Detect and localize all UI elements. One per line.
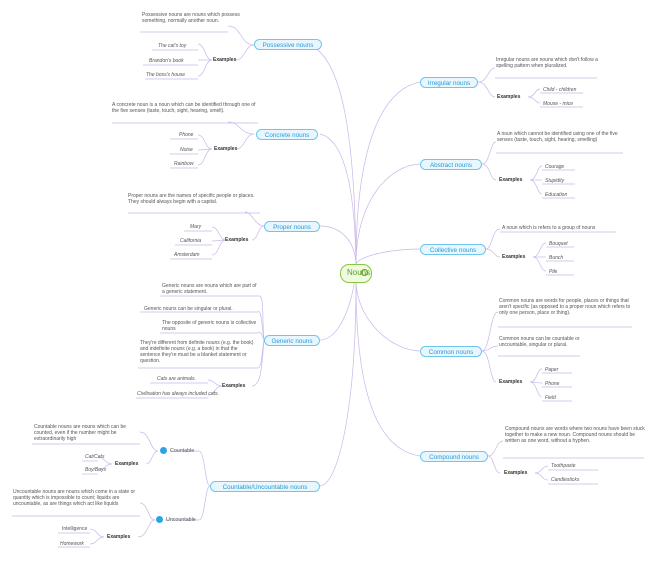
proper-definition: Proper nouns are the names of specific p… [128,193,255,205]
countable-bullet-icon [160,447,167,454]
topic-irregular-nouns[interactable]: Irregular nouns [420,77,478,88]
concrete-examples-label: Examples [214,146,238,152]
topic-abstract-nouns[interactable]: Abstract nouns [420,159,482,170]
compound-definition: Compound nouns are words where two nouns… [505,426,645,444]
collective-examples-label: Examples [502,254,526,260]
compound-example-2: Candlesticks [551,477,580,483]
possessive-example-1: The cat's toy [158,43,187,49]
generic-examples-label: Examples [222,383,246,389]
concrete-example-2: Noise [180,147,193,153]
common-example-2: Phone [545,381,560,387]
generic-note-2: Generic nouns can be singular or plural. [144,306,233,312]
proper-example-1: Mary [190,224,202,230]
collective-example-3: Pile [549,269,558,275]
topic-common-nouns[interactable]: Common nouns [420,346,482,357]
possessive-example-2: Brandon's book [149,58,184,64]
common-example-3: Field [545,395,556,401]
generic-note-1: Generic nouns are nouns which are part o… [162,283,257,295]
central-topic-nouns[interactable]: Nouns → [340,264,372,283]
common-note-2: Common nouns can be countable or uncount… [499,336,580,348]
concrete-example-1: Phone [179,132,194,138]
countable-example-1: Cat/Cats [85,454,105,460]
common-note-1: Common nouns are words for people, place… [499,298,631,316]
generic-example-2: Civilisation has always included cats. [137,391,219,397]
abstract-examples-label: Examples [499,177,523,183]
abstract-example-3: Education [545,192,568,198]
common-examples-label: Examples [499,379,523,385]
topic-proper-nouns[interactable]: Proper nouns [264,221,320,232]
irregular-definition: Irregular nouns are nouns which don't fo… [496,57,598,69]
topic-generic-nouns[interactable]: Generic nouns [264,335,320,346]
abstract-definition: A noun which cannot be identified using … [497,131,618,143]
topic-possessive-nouns[interactable]: Possessive nouns [254,39,322,50]
abstract-example-2: Stupidity [545,178,565,184]
topic-countable-uncountable-nouns[interactable]: Countable/Uncountable nouns [210,481,320,492]
possessive-examples-label: Examples [213,57,237,63]
possessive-definition: Possessive nouns are nouns which possess… [142,12,240,24]
central-topic-label: Nouns [347,268,371,277]
common-example-1: Paper [545,367,559,373]
uncountable-label[interactable]: Uncountable [166,517,196,523]
irregular-example-1: Child - children [543,87,577,93]
abstract-example-1: Courage [545,164,565,170]
countable-label[interactable]: Countable [170,448,195,454]
concrete-example-3: Rainbow [174,161,194,167]
concrete-definition: A concrete noun is a noun which can be i… [112,102,256,114]
uncountable-examples-label: Examples [107,534,131,540]
generic-note-3: The opposite of generic nouns is collect… [162,320,257,332]
compound-examples-label: Examples [504,470,528,476]
countable-example-2: Boy/Boys [85,467,107,473]
topic-compound-nouns[interactable]: Compound nouns [420,451,488,462]
possessive-example-3: The boss's house [146,72,186,78]
irregular-examples-label: Examples [497,94,521,100]
uncountable-bullet-icon [156,516,163,523]
uncountable-example-2: Homework [60,541,84,547]
proper-examples-label: Examples [225,237,249,243]
compound-example-1: Toothpaste [551,463,576,469]
irregular-example-2: Mouse - mice [543,101,574,107]
proper-example-2: California [180,238,202,244]
arrow-right-icon[interactable]: → [361,269,368,276]
uncountable-definition: Uncountable nouns are nouns which come i… [13,489,136,507]
topic-concrete-nouns[interactable]: Concrete nouns [256,129,318,140]
uncountable-example-1: Intelligence [62,526,88,532]
collective-definition: A noun which is refers to a group of nou… [502,225,596,231]
countable-examples-label: Examples [115,461,139,467]
collective-example-2: Bunch [549,255,564,261]
generic-example-1: Cats are animals. [157,376,196,382]
generic-note-4: They're different from definite nouns (e… [140,340,254,364]
proper-example-3: Amsterdam [174,252,200,258]
countable-definition: Countable nouns are nouns which can be c… [34,424,127,442]
collective-example-1: Bouquet [549,241,568,247]
topic-collective-nouns[interactable]: Collective nouns [420,244,486,255]
